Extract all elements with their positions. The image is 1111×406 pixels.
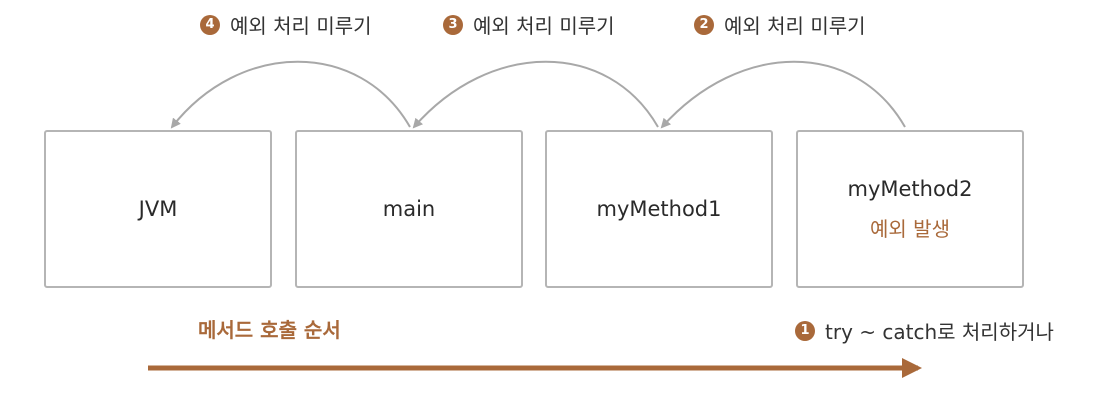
box-mymethod2-label: myMethod2 [847, 176, 973, 201]
box-mymethod2-sub: 예외 발생 [870, 216, 950, 241]
box-main-label: main [382, 197, 436, 221]
step-3-badge: 3 [443, 14, 463, 35]
step-3-text: 예외 처리 미루기 [473, 14, 615, 38]
call-order-label: 메서드 호출 순서 [198, 318, 341, 342]
box-jvm: JVM [44, 130, 272, 288]
step-4-label: 4 예외 처리 미루기 [200, 10, 372, 39]
step-3-label: 3 예외 처리 미루기 [443, 10, 615, 39]
propagation-arc-3 [412, 60, 659, 129]
step-2-label: 2 예외 처리 미루기 [694, 10, 866, 39]
step-4-text: 예외 처리 미루기 [230, 14, 372, 38]
step-4-badge: 4 [200, 14, 220, 35]
step-1-badge: 1 [795, 320, 815, 341]
step-1-label: 1 try ~ catch로 처리하거나 [795, 316, 1054, 345]
step-2-badge: 2 [694, 14, 714, 35]
propagation-arc-4 [170, 60, 411, 129]
box-mymethod1: myMethod1 [545, 130, 773, 288]
box-jvm-label: JVM [138, 197, 178, 221]
box-mymethod2: myMethod2 예외 발생 [796, 130, 1024, 288]
step-1-text: try ~ catch로 처리하거나 [825, 320, 1054, 344]
propagation-arc-2 [660, 60, 906, 129]
step-2-text: 예외 처리 미루기 [724, 14, 866, 38]
box-mymethod1-label: myMethod1 [596, 197, 722, 221]
box-main: main [295, 130, 523, 288]
